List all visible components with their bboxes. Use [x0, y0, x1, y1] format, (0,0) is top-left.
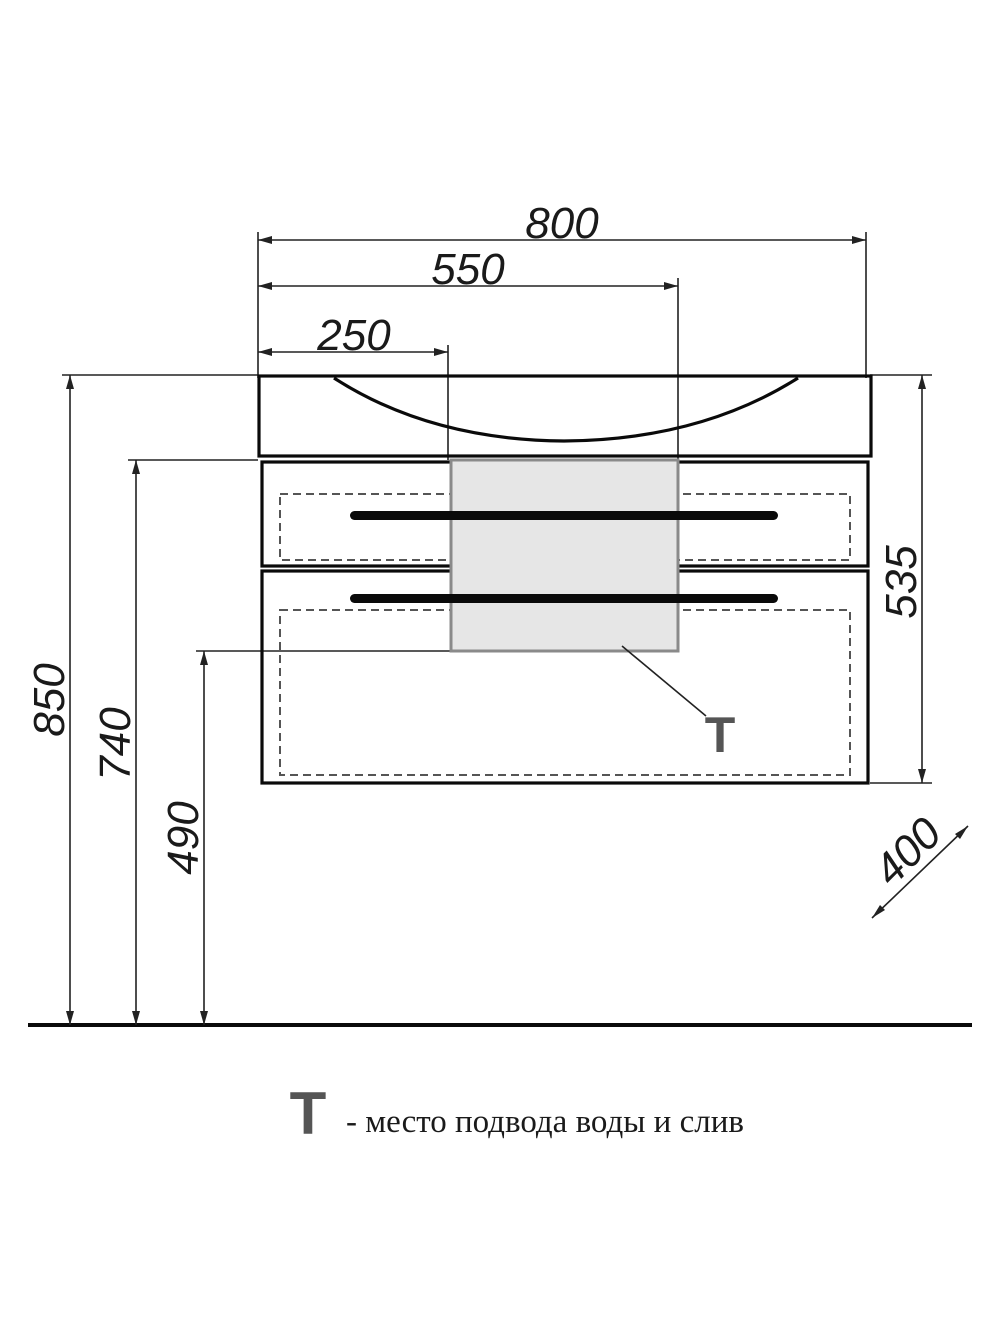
dimension-label-250: 250 [316, 311, 391, 360]
lower-drawer-inner-outline [279, 609, 851, 776]
countertop [257, 374, 873, 458]
dimension-label-550: 550 [431, 245, 505, 294]
height-dimensions: 850 740 490 [25, 374, 452, 1025]
connection-zone [449, 458, 680, 653]
connection-marker: T [705, 707, 736, 763]
dimension-label-850: 850 [25, 663, 74, 737]
marker-leader-line [621, 645, 707, 717]
width-dimensions: 800 550 250 [257, 199, 867, 460]
dimension-label-740: 740 [91, 707, 140, 781]
dimension-label-490: 490 [159, 801, 208, 875]
upper-drawer-handle [350, 511, 778, 520]
upper-drawer-inner-outline [279, 493, 851, 561]
legend-symbol: T [290, 1080, 327, 1147]
dimension-label-535: 535 [877, 545, 926, 619]
dimension-label-800: 800 [525, 199, 599, 248]
dimension-line-400 [871, 825, 969, 919]
legend: T - место подвода воды и слив [290, 1080, 744, 1147]
vanity-unit [257, 374, 873, 785]
dimension-label-400: 400 [864, 808, 951, 895]
basin-bowl [333, 376, 799, 443]
body-height-dimension: 535 [870, 374, 932, 784]
legend-text: - место подвода воды и слив [346, 1104, 744, 1140]
lower-drawer-handle [350, 594, 778, 603]
depth-dimension: 400 [864, 808, 969, 919]
